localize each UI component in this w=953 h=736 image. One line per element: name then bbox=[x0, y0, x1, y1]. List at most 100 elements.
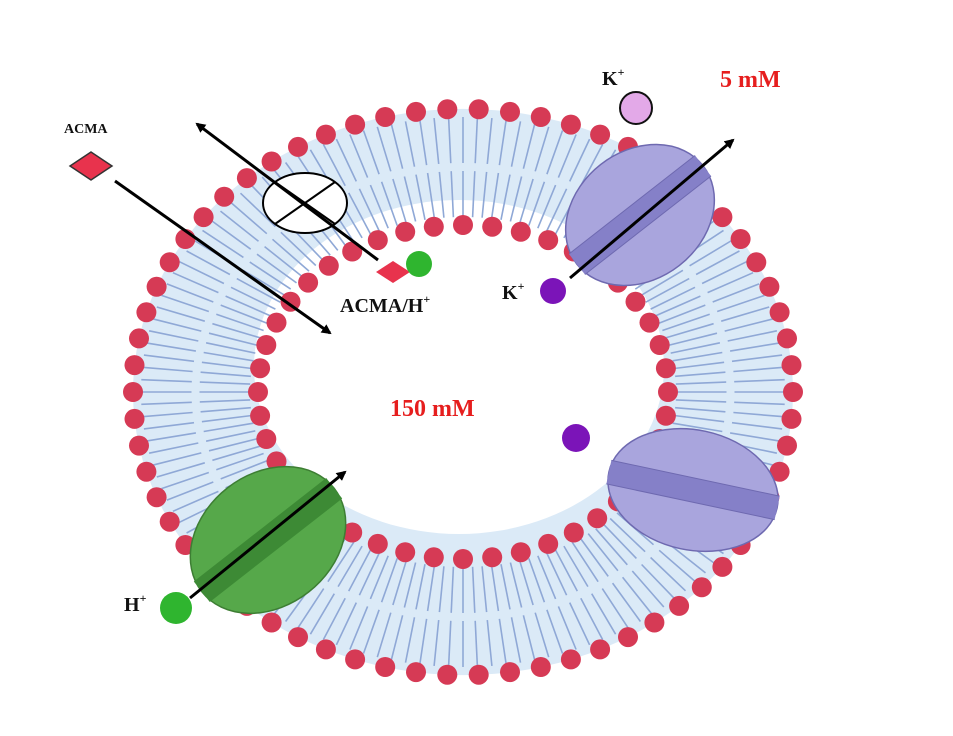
lipid-tail bbox=[256, 253, 297, 284]
lipid-tail bbox=[376, 612, 392, 658]
inner-headgroup bbox=[453, 549, 473, 569]
lipid-tail bbox=[471, 171, 476, 218]
lipid-tail bbox=[641, 563, 676, 600]
lipid-tail bbox=[658, 549, 697, 583]
inner-headgroup bbox=[298, 272, 319, 293]
lipid-tail bbox=[601, 588, 629, 629]
lipid-tail bbox=[362, 130, 380, 175]
lipid-tail bbox=[720, 306, 770, 322]
outer-headgroup bbox=[261, 151, 282, 172]
lipid-tail bbox=[297, 588, 325, 629]
lipid-tail bbox=[675, 399, 727, 403]
outer-headgroup bbox=[159, 511, 180, 532]
lipid-tail bbox=[500, 564, 511, 610]
lipid-tail bbox=[337, 545, 363, 588]
lipid-tail bbox=[474, 117, 479, 164]
inner-headgroup bbox=[266, 312, 287, 333]
lipid-tail bbox=[537, 555, 557, 600]
lipid-tail bbox=[595, 528, 628, 566]
lipid-tail bbox=[152, 452, 202, 466]
lipid-tail bbox=[146, 432, 197, 442]
lipid-tail bbox=[621, 576, 653, 615]
inner-headgroup bbox=[538, 230, 559, 251]
inner-headgroup bbox=[248, 382, 268, 402]
potassium-outside-label: K+ bbox=[602, 65, 625, 90]
lipid-tail bbox=[404, 617, 416, 663]
inner-headgroup bbox=[587, 508, 608, 529]
lipid-tail bbox=[220, 304, 268, 324]
inner-headgroup bbox=[649, 335, 670, 355]
lipid-tail bbox=[498, 618, 507, 665]
inner-headgroup bbox=[655, 405, 676, 426]
outer-headgroup bbox=[214, 186, 235, 207]
lipid-tail bbox=[729, 432, 780, 442]
outer-headgroup bbox=[468, 664, 489, 685]
lipid-tail bbox=[201, 361, 252, 370]
lipid-tail bbox=[216, 452, 264, 471]
lipid-tail bbox=[563, 545, 589, 588]
lipid-tail bbox=[481, 171, 488, 218]
lipid-tail bbox=[212, 322, 261, 339]
lipid-tail bbox=[450, 171, 455, 218]
lipid-tail bbox=[199, 399, 251, 403]
lipid-tail bbox=[249, 261, 292, 290]
lipid-tail bbox=[156, 306, 206, 322]
lipid-tail bbox=[271, 238, 310, 272]
inner-headgroup bbox=[453, 215, 473, 235]
lipid-tail bbox=[239, 192, 276, 228]
outer-headgroup bbox=[315, 639, 336, 660]
outer-headgroup bbox=[124, 355, 145, 376]
outer-headgroup bbox=[560, 649, 581, 670]
lipid-tail bbox=[172, 271, 219, 294]
lipid-tail bbox=[141, 401, 192, 406]
lipid-tail bbox=[557, 134, 577, 178]
inner-headgroup bbox=[395, 542, 416, 563]
inner-headgroup bbox=[625, 291, 646, 312]
lipid-tail bbox=[335, 138, 358, 182]
lipid-tail bbox=[490, 172, 500, 219]
lipid-tail bbox=[392, 178, 408, 224]
inner-headgroup bbox=[482, 216, 503, 237]
outer-headgroup bbox=[712, 207, 733, 228]
lipid-tail bbox=[156, 462, 206, 478]
lipid-tail bbox=[143, 421, 195, 430]
inner-headgroup bbox=[367, 230, 388, 251]
potassium-channel-bottom bbox=[606, 427, 780, 553]
outer-headgroup bbox=[777, 328, 797, 349]
outer-headgroup bbox=[129, 435, 149, 456]
lipid-tail bbox=[568, 138, 591, 182]
lipid-tail bbox=[474, 620, 479, 667]
lipid-tail bbox=[546, 130, 564, 175]
inner-headgroup bbox=[250, 358, 271, 379]
outer-headgroup bbox=[288, 627, 308, 648]
lipid-tail bbox=[229, 201, 268, 235]
proton-influx-arrow bbox=[189, 470, 347, 600]
acma-h-label: ACMA/H+ bbox=[340, 292, 430, 317]
lipid-tail bbox=[498, 119, 507, 166]
lipid-tail bbox=[731, 354, 783, 363]
inner-headgroup bbox=[658, 382, 678, 402]
inner-headgroup bbox=[280, 291, 301, 312]
lipid-tail bbox=[509, 176, 523, 222]
lipid-tail bbox=[203, 351, 254, 362]
lipid-tail bbox=[280, 231, 317, 267]
outer-headgroup bbox=[769, 461, 790, 482]
lipid-tail bbox=[392, 560, 408, 606]
lipid-tail bbox=[510, 121, 522, 167]
lipid-tail bbox=[419, 119, 428, 166]
inner-headgroup bbox=[395, 221, 416, 242]
lipid-tail bbox=[733, 366, 784, 373]
lipid-tail bbox=[433, 118, 440, 164]
outer-headgroup bbox=[691, 577, 712, 598]
proton-ion bbox=[160, 592, 192, 624]
lipid-tail bbox=[545, 188, 568, 232]
lipid-tail bbox=[415, 564, 426, 610]
lipid-tail bbox=[201, 414, 252, 423]
lipid-tail bbox=[727, 330, 778, 342]
lipid-tail bbox=[205, 342, 256, 354]
outer-headgroup bbox=[781, 355, 802, 376]
inner-headgroup bbox=[256, 335, 277, 355]
lipid-tail bbox=[143, 354, 195, 363]
inner-headgroup bbox=[342, 522, 363, 543]
lipid-tail bbox=[390, 615, 404, 661]
